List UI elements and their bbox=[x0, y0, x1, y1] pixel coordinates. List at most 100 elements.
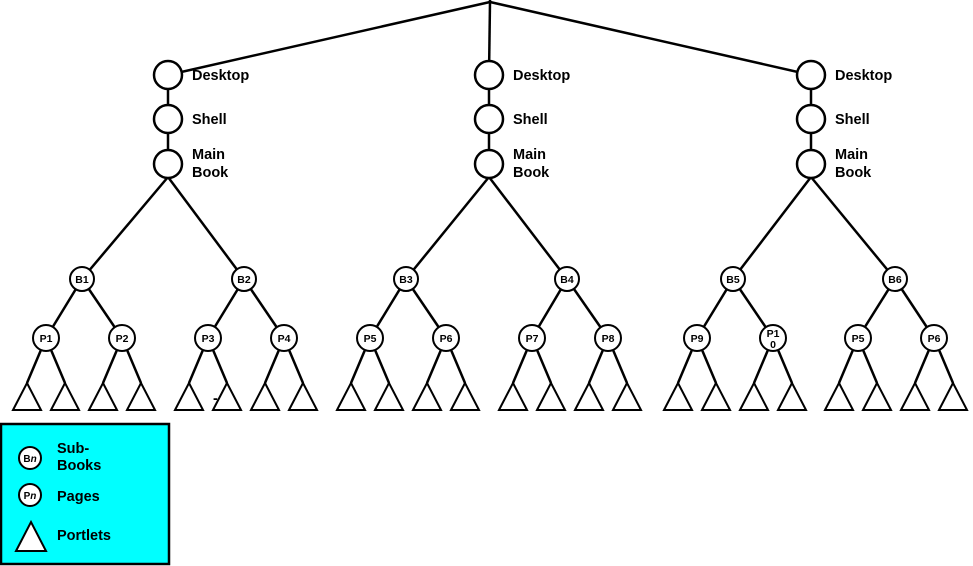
page-label: P6 bbox=[928, 333, 941, 345]
edge-line bbox=[405, 176, 490, 280]
edge-line bbox=[166, 176, 246, 280]
portlet-icon bbox=[449, 380, 481, 411]
sub-book-node bbox=[882, 266, 908, 292]
sub-book-node bbox=[231, 266, 257, 292]
portlet-icon bbox=[823, 380, 855, 411]
page-label: P6 bbox=[440, 333, 453, 345]
shell-node bbox=[473, 103, 505, 135]
portlet-icon bbox=[700, 380, 732, 411]
sub-book-node bbox=[554, 266, 580, 292]
portlet-icon bbox=[411, 380, 443, 411]
shell-label: Shell bbox=[835, 112, 870, 128]
desktop-label: Desktop bbox=[835, 68, 892, 84]
portlet-icon bbox=[11, 380, 43, 411]
portlet-icon bbox=[125, 380, 157, 411]
main-book-label-line: Book bbox=[835, 165, 872, 181]
page-node bbox=[108, 324, 136, 352]
portlet-icon bbox=[738, 380, 770, 411]
shell-label: Shell bbox=[192, 112, 227, 128]
tree-edges bbox=[25, 0, 955, 384]
page-node bbox=[32, 324, 60, 352]
main-book-node bbox=[152, 148, 184, 180]
edge-line bbox=[810, 176, 896, 280]
portlet-legend-icon bbox=[14, 519, 48, 552]
portlet-icon bbox=[87, 380, 119, 411]
desktop-node bbox=[473, 59, 505, 91]
portlet-icon bbox=[861, 380, 893, 411]
portlet-icon bbox=[497, 380, 529, 411]
page-label: P1 bbox=[40, 333, 53, 345]
portlet-icon bbox=[173, 380, 205, 411]
portlet-icon bbox=[287, 380, 319, 411]
portlet-icon bbox=[899, 380, 931, 411]
page-node bbox=[683, 324, 711, 352]
page-label: P8 bbox=[602, 333, 615, 345]
main-book-label-line: Main bbox=[513, 147, 546, 163]
edge-line bbox=[81, 176, 169, 280]
portlet-icon bbox=[611, 380, 643, 411]
portlet-legend-label: Portlets bbox=[57, 528, 111, 544]
legend: Bn Sub- Books Pn Pages Portlets bbox=[0, 422, 171, 566]
portlet-icon bbox=[937, 380, 969, 411]
page-node bbox=[920, 324, 948, 352]
page-node bbox=[594, 324, 622, 352]
main-book-label-line: Main bbox=[192, 147, 225, 163]
shell-node bbox=[795, 103, 827, 135]
sub-book-label: B4 bbox=[560, 274, 574, 286]
page-node bbox=[356, 324, 384, 352]
sub-book-node bbox=[69, 266, 95, 292]
sub-book-label: B3 bbox=[399, 274, 413, 286]
edge-line bbox=[488, 176, 568, 280]
portlet-icon bbox=[535, 380, 567, 411]
sub-book-label: B6 bbox=[888, 274, 902, 286]
page-legend-label: Pages bbox=[57, 489, 100, 505]
portlet-icon bbox=[249, 380, 281, 411]
edge-line bbox=[167, 0, 491, 77]
sub-book-node bbox=[393, 266, 419, 292]
page-label: P3 bbox=[202, 333, 215, 345]
main-book-node bbox=[795, 148, 827, 180]
sub-book-label: B5 bbox=[726, 274, 740, 286]
edge-line bbox=[489, 0, 812, 77]
desktop-label: Desktop bbox=[513, 68, 570, 84]
portlet-icon bbox=[662, 380, 694, 411]
page-label: P5 bbox=[852, 333, 865, 345]
portlet-icon bbox=[49, 380, 81, 411]
page-node bbox=[518, 324, 546, 352]
page-node bbox=[432, 324, 460, 352]
sub-book-label: B2 bbox=[237, 274, 251, 286]
portlet-icon bbox=[373, 380, 405, 411]
page-node bbox=[759, 324, 787, 352]
page-label: P2 bbox=[116, 333, 129, 345]
portlet-icon bbox=[335, 380, 367, 411]
page-label: P9 bbox=[691, 333, 704, 345]
page-label: P7 bbox=[526, 333, 539, 345]
shell-label: Shell bbox=[513, 112, 548, 128]
page-legend-icon bbox=[18, 483, 42, 507]
page-node bbox=[194, 324, 222, 352]
edge-line bbox=[732, 176, 812, 280]
sub-book-legend-label: Sub- Books bbox=[57, 441, 101, 474]
stray-mark: - bbox=[213, 391, 218, 407]
main-book-node bbox=[473, 148, 505, 180]
desktop-node bbox=[152, 59, 184, 91]
main-book-label-line: Book bbox=[513, 165, 550, 181]
shell-node bbox=[152, 103, 184, 135]
main-book-label-line: Main bbox=[835, 147, 868, 163]
sub-book-node bbox=[720, 266, 746, 292]
sub-book-label: B1 bbox=[75, 274, 89, 286]
page-legend-symbol: Pn bbox=[24, 491, 37, 502]
page-label-line: P1 bbox=[767, 328, 780, 340]
desktop-node bbox=[795, 59, 827, 91]
desktop-label: Desktop bbox=[192, 68, 249, 84]
page-node bbox=[270, 324, 298, 352]
sub-book-legend-symbol: Bn bbox=[23, 454, 36, 465]
main-book-label-line: Book bbox=[192, 165, 229, 181]
page-label: P5 bbox=[364, 333, 377, 345]
page-label: P4 bbox=[278, 333, 291, 345]
